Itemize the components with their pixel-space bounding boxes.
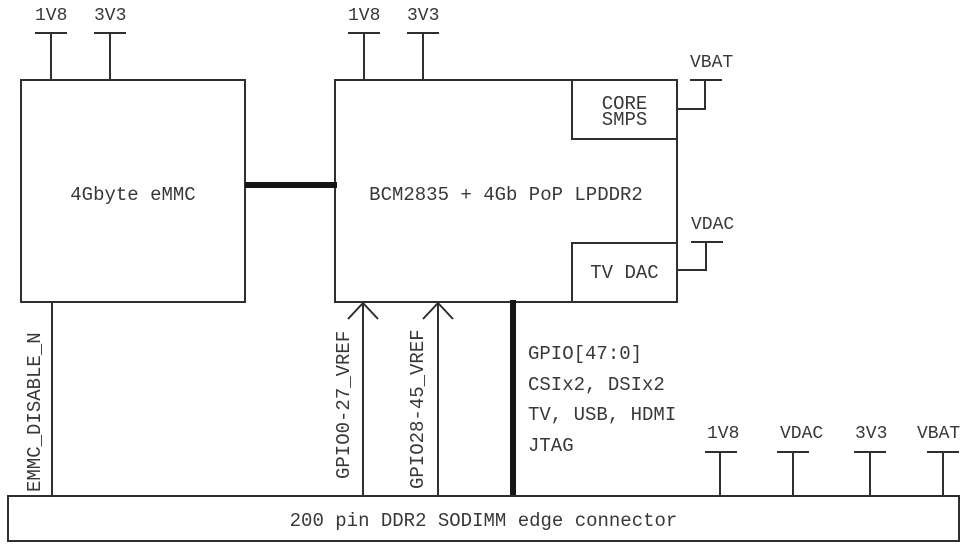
power-tap-bar: [691, 241, 723, 243]
power-tap-stem: [942, 451, 944, 496]
power-label-emmc-3v3: 3V3: [94, 6, 127, 26]
emmc-block: 4Gbyte eMMC: [20, 79, 246, 303]
power-label-conn-vbat: VBAT: [917, 424, 961, 444]
vref-28-45-label: GPIO28-45_VREF: [407, 329, 429, 489]
power-tap-bar: [705, 451, 737, 453]
bus-signal-csi-dsi: CSIx2, DSIx2: [528, 373, 665, 396]
power-label-emmc-1v8: 1V8: [35, 6, 68, 26]
core-smps-label-line1: CORE: [601, 92, 648, 115]
up-arrow-icon: [422, 302, 454, 320]
tv-dac-block: TV DAC: [571, 242, 678, 303]
vref-28-45-wire: [437, 303, 439, 496]
power-tap-stem: [50, 32, 52, 79]
power-tap-stem: [422, 32, 424, 79]
emmc-soc-bus: [245, 182, 337, 188]
power-tap-stem: [792, 451, 794, 496]
emmc-disable-wire: [51, 302, 53, 496]
power-label-conn-3v3: 3V3: [855, 424, 888, 444]
core-smps-label-line2: SMPS: [601, 108, 648, 131]
power-label-soc-3v3: 3V3: [407, 6, 440, 26]
soc-connector-bus: [510, 300, 516, 507]
bus-signal-gpio: GPIO[47:0]: [528, 343, 643, 365]
tv-dac-vdac-wire: [677, 269, 707, 271]
emmc-disable-label: EMMC_DISABLE_N: [24, 332, 46, 492]
up-arrow-icon: [347, 302, 379, 320]
soc-block-label: BCM2835 + 4Gb PoP LPDDR2: [369, 184, 643, 206]
vref-0-27-wire: [362, 303, 364, 496]
bus-signal-jtag: JTAG: [528, 434, 574, 457]
power-tap-stem: [705, 241, 707, 271]
edge-connector-label: 200 pin DDR2 SODIMM edge connector: [289, 510, 678, 532]
emmc-block-label: 4Gbyte eMMC: [70, 184, 196, 206]
power-label-conn-1v8: 1V8: [707, 424, 740, 444]
tv-dac-label: TV DAC: [590, 261, 659, 284]
power-tap-stem: [869, 451, 871, 496]
power-label-vbat-top: VBAT: [690, 53, 734, 73]
power-tap-stem: [719, 451, 721, 496]
edge-connector-block: 200 pin DDR2 SODIMM edge connector: [7, 495, 960, 542]
bus-signal-tv-usb-hdmi: TV, USB, HDMI: [528, 404, 677, 426]
power-tap-stem: [109, 32, 111, 79]
power-label-soc-1v8: 1V8: [348, 6, 381, 26]
power-tap-stem: [363, 32, 365, 79]
core-smps-vbat-wire: [677, 108, 706, 110]
power-label-vdac-top: VDAC: [691, 215, 735, 235]
power-tap-stem: [704, 79, 706, 110]
vref-0-27-label: GPIO0-27_VREF: [333, 330, 355, 479]
power-tap-bar: [690, 79, 722, 81]
core-smps-block: CORE SMPS: [571, 79, 678, 140]
bus-signal-list: GPIO[47:0] CSIx2, DSIx2 TV, USB, HDMI JT…: [528, 339, 676, 461]
power-label-conn-vdac: VDAC: [780, 424, 824, 444]
